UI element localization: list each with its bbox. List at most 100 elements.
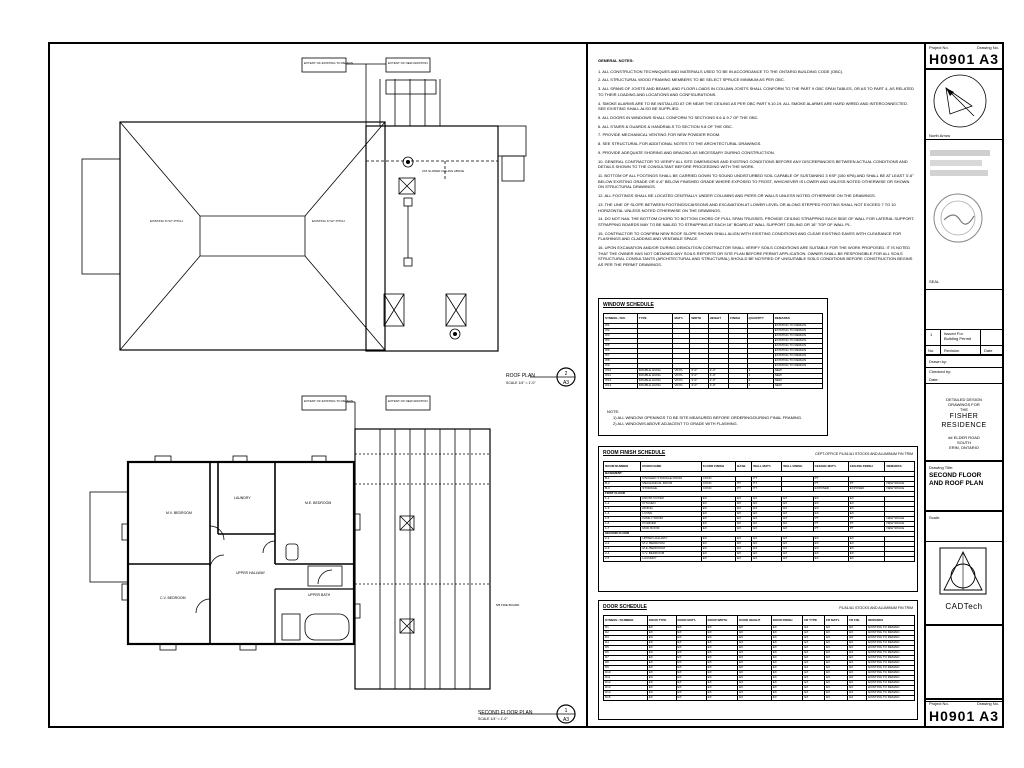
general-notes-heading: GENERAL NOTES:: [598, 58, 634, 63]
table-cell: ROOM NUMBER: [602, 461, 642, 472]
table-cell: EX: [847, 556, 886, 562]
table-cell: ROOM NAME: [640, 461, 702, 472]
tb-drawing-no-label-2: Drawing No.: [976, 701, 999, 706]
general-note-item: 16. UPON EXCAVATION AND/OR DURING DEMOLI…: [598, 245, 913, 267]
table-cell: [728, 383, 748, 389]
window-schedule-title: WINDOW SCHEDULE: [603, 302, 654, 308]
fire-board-label: 5/8 FIRE BOARD: [496, 603, 520, 607]
existing-hip-roof: [81, 121, 386, 351]
general-note-item: 5. ALL DOORS IN WINDOWS SHALL CONFORM TO…: [598, 114, 759, 120]
table-cell: WALL FINISH: [781, 461, 814, 472]
tb-north-arrow-label: North Arrow: [929, 133, 951, 138]
table-cell: DOOR HEIGHT: [737, 615, 772, 626]
general-note-item: 7. PROVIDE MECHANICAL VENTING FOR NEW PO…: [598, 132, 721, 138]
tb-blank-cell-2: [926, 626, 1002, 702]
room-laundry: LAUNDRY: [234, 496, 251, 500]
table-cell: EX: [705, 695, 739, 701]
tb-project-header: Project No. Drawing No. H0901 A3: [926, 44, 1002, 70]
table-cell: EX: [737, 695, 772, 701]
table-cell: 1: [746, 383, 774, 389]
general-note-item: 3. ALL SPANS OF JOISTS AND BEAMS, AND FL…: [598, 86, 914, 97]
room-me-bedroom: M.E. BEDROOM: [305, 501, 331, 505]
cadtech-logo-text: CADTech: [945, 602, 983, 611]
table-cell: EX: [781, 556, 814, 562]
tb-project-no-2: H0901: [929, 708, 976, 724]
table-cell: NEW: [772, 383, 824, 389]
tb-scale-cell: Scale:: [926, 512, 1002, 542]
table-cell: FINISH: [728, 313, 748, 324]
tb-drawing-no: A3: [979, 51, 999, 67]
table-cell: HEIGHT: [707, 313, 730, 324]
roof-plan-title: ROOF PLAN: [506, 373, 535, 379]
roof-slope-label-west: EXISTING 6"/12" PITCH: [150, 219, 183, 223]
tb-drawing-title-label: Drawing Title:: [929, 465, 954, 470]
tb-address-2: SOUTH: [957, 440, 971, 445]
second-floor-title: SECOND FLOOR PLAN: [478, 710, 533, 716]
roof-plan-ref-sheet: A3: [563, 380, 569, 386]
table-cell: MAT'L: [672, 313, 691, 324]
general-note-item: 9. PROVIDE ADEQUATE SHORING AND BRACING …: [598, 150, 775, 156]
tb-revision-header: No. Revision Date: [926, 346, 1002, 356]
tb-revision-label: Revision: [944, 348, 960, 353]
tb-project-no-label-2: Project No.: [929, 701, 949, 706]
table-cell: BASE: [735, 461, 753, 472]
general-notes: GENERAL NOTES: 1. ALL CONSTRUCTION TECHN…: [598, 58, 916, 271]
table-cell: 4'-0": [707, 383, 730, 389]
tb-north-arrow-cell: North Arrow: [926, 70, 1002, 140]
tb-scale-label: Scale:: [929, 515, 941, 520]
extent-existing-roof-box: [301, 57, 347, 73]
table-cell: EX: [675, 695, 707, 701]
room-finish-subtitle: CEPT-OFFICE P1/A1/A1 STOCKS AND ALUMINUM…: [815, 452, 913, 456]
tb-drawing-title-cell: Drawing Title: SECOND FLOOR AND ROOF PLA…: [926, 462, 1002, 512]
second-floor-plan: [89, 455, 361, 651]
tb-seal-label: SEAL: [929, 279, 940, 284]
tb-client-name-2: RESIDENCE: [941, 422, 987, 429]
drawing-sheet: ROOF PLAN SCALE 1/4" = 1'-0" 2 A3 SECOND…: [48, 42, 1004, 728]
general-notes-list: 1. ALL CONSTRUCTION TECHNIQUES AND MATER…: [598, 69, 916, 268]
notes-panel: GENERAL NOTES: 1. ALL CONSTRUCTION TECHN…: [588, 44, 926, 726]
table-cell: W13: [603, 383, 638, 389]
door-schedule: DOOR SCHEDULE P1/A1/A1 STOCKS AND ALUMIN…: [598, 600, 918, 720]
table-cell: DOOR MAT'L: [675, 615, 707, 626]
general-note-item: 10. GENERAL CONTRACTOR TO VERIFY ALL SIT…: [598, 158, 908, 170]
tb-issue-row: 1 Issued For Building Permit: [926, 330, 1002, 346]
tb-client-line-3: THE: [960, 407, 968, 412]
table-cell: 3'-0": [689, 383, 709, 389]
general-note-item: 6. ALL STAIRS & GUARDS & HANDRAILS TO SE…: [598, 123, 733, 129]
table-cell: FLOOR FINISH: [700, 461, 737, 472]
general-note-item: 1. ALL CONSTRUCTION TECHNIQUES AND MATER…: [598, 68, 844, 74]
table-cell: CEILING MAT'L: [812, 461, 849, 472]
tb-drawing-no-label: Drawing No.: [976, 45, 999, 50]
room-mv-bedroom: M.V. BEDROOM: [166, 511, 192, 515]
table-cell: [884, 556, 915, 562]
table-cell: EX: [802, 695, 826, 701]
table-cell: SYMBOL / NUMBER: [603, 615, 648, 626]
table-cell: DOOR FINISH: [770, 615, 804, 626]
window-notes-heading: NOTE:: [607, 409, 620, 414]
table-cell: EXISTING TO REMAIN: [866, 695, 915, 701]
tb-client-line-1: DETAILED DESIGN: [946, 397, 982, 402]
new-roof-label: 2X4 SLOPED CEILING ABOVE: [422, 169, 464, 173]
tb-issued-for-value: Building Permit: [944, 336, 971, 341]
room-cv-bedroom: C.V. BEDROOM: [160, 596, 186, 600]
tb-drawing-no-2: A3: [979, 708, 999, 724]
table-cell: EX: [847, 695, 868, 701]
new-addition-roof: [365, 79, 527, 352]
table-cell: EX: [824, 695, 849, 701]
room-upper-bath: UPPER BATH: [308, 593, 331, 597]
second-floor-scale: SCALE 1/4" = 1'-0": [478, 717, 508, 721]
extent-new-roof-box: [385, 57, 431, 73]
table-cell: EX: [751, 556, 783, 562]
